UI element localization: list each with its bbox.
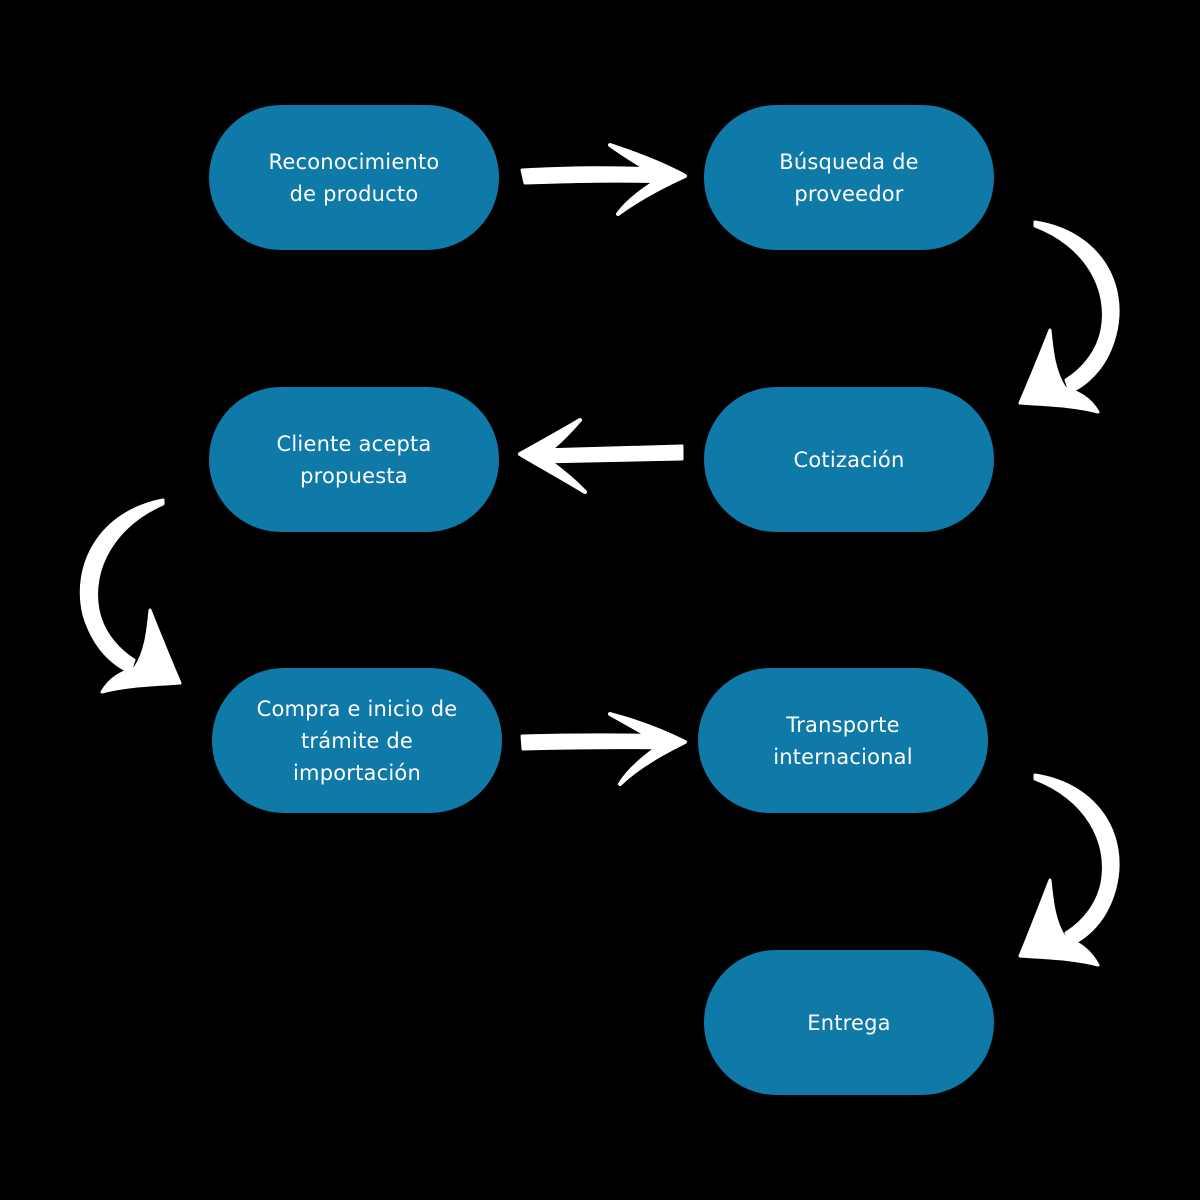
node-cotizacion: Cotización — [704, 387, 994, 532]
curved-arrow-down-right-icon — [79, 498, 182, 694]
node-label: Cliente acepta propuesta — [276, 431, 432, 488]
curved-arrow-down-icon — [1018, 773, 1120, 967]
curved-arrow-down-icon — [1018, 220, 1120, 414]
node-label: Compra e inicio de trámite de importació… — [256, 696, 458, 785]
arrow-right-icon — [520, 143, 687, 216]
node-busqueda-de-proveedor: Búsqueda de proveedor — [704, 105, 994, 250]
arrow-left-icon — [518, 418, 684, 494]
node-label: Búsqueda de proveedor — [779, 149, 919, 206]
node-label: Cotización — [793, 447, 905, 472]
node-reconocimiento-de-producto: Reconocimiento de producto — [209, 105, 499, 250]
node-cliente-acepta-propuesta: Cliente acepta propuesta — [209, 387, 499, 532]
node-compra-e-inicio-de-tramite: Compra e inicio de trámite de importació… — [212, 668, 502, 813]
node-entrega: Entrega — [704, 950, 994, 1095]
arrow-right-icon — [520, 712, 687, 786]
node-transporte-internacional: Transporte internacional — [698, 668, 988, 813]
node-label: Reconocimiento de producto — [268, 149, 440, 206]
node-label: Transporte internacional — [773, 712, 913, 769]
node-label: Entrega — [807, 1010, 891, 1035]
